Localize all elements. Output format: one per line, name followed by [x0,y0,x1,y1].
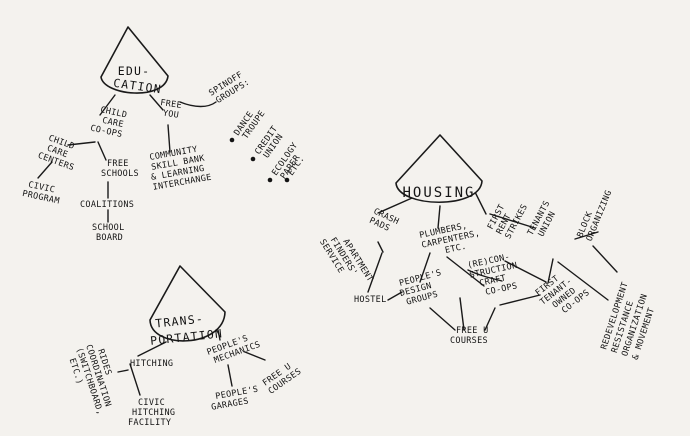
transportation-hub-label-1: TRANS- [155,312,205,331]
svg-text:FREE U: FREE U [456,326,489,336]
peoples-garages-node: PEOPLE'S GARAGES [211,385,260,413]
education-cone [100,26,169,94]
peoples-design-groups-node: PEOPLE'S DESIGN GROUPS [398,268,442,308]
svg-text:FREE: FREE [107,159,129,169]
transportation-cone [149,265,226,342]
civic-program-node: CIVIC PROGRAM [21,180,60,207]
transportation-hub: TRANS- PORTATION [149,265,226,348]
block-organizing-node: BLOCK ORGANIZING [576,189,615,243]
svg-text:SCHOOLS: SCHOOLS [101,169,139,179]
bullet-dance [229,137,235,143]
community-skill-bank-node: COMMUNITY SKILL BANK & LEARNING INTERCHA… [149,145,213,193]
spinoff-groups-node: SPINOFF GROUPS: [207,70,251,106]
coalitions-node: COALITIONS [80,200,134,210]
svg-text:COURSES: COURSES [450,336,488,346]
plumbers-carpenters-node: PLUMBERS, CARPENTERS, ETC. [419,221,481,256]
transportation-cluster: TRANS- PORTATION HITCHING PEOPLE'S MECHA… [67,265,304,428]
child-care-centers-node: CHILD CARE CENTERS [36,133,75,173]
child-care-coops-node: CHILD CARE CO-OPS [89,105,128,140]
svg-text:SCHOOL: SCHOOL [92,223,125,233]
free-schools-node: FREE SCHOOLS [101,159,139,179]
hostel-node: HOSTEL [354,295,387,305]
bullet-credit [250,156,256,162]
tenants-union-node: TENANTS UNION [526,199,558,238]
first-rent-strikes-node: FIRST RENT STRIKES [486,203,530,241]
education-cluster: EDU- CATION CHILD CARE CO-OPS FREE YOU S… [21,26,307,243]
svg-text:CARE: CARE [101,116,124,130]
education-hub-label-2: CATION [112,76,162,97]
svg-text:FREE: FREE [160,98,183,111]
transportation-free-u-node: FREE U COURSES [261,362,304,397]
education-hub: EDU- CATION [100,26,169,97]
svg-text:ETC.: ETC. [444,242,467,256]
bullet-ecology [267,177,273,183]
housing-connectors [367,191,618,331]
transportation-connectors [117,329,266,396]
svg-text:BOARD: BOARD [96,233,123,243]
svg-text:FACILITY: FACILITY [128,418,171,428]
education-hub-label-1: EDU- [118,64,151,78]
hitching-node: HITCHING [130,359,173,369]
peoples-mechanics-node: PEOPLE'S MECHANICS [206,334,262,366]
svg-text:HITCHING: HITCHING [132,408,175,418]
free-you-node: FREE YOU [160,98,183,121]
bullet-etc [284,177,290,183]
spinoff-list: DANCE TROUPE CREDIT UNION ECOLOGY PAPER … [229,109,307,183]
svg-text:CIVIC: CIVIC [138,398,165,408]
first-tenant-owned-node: FIRST TENANT- OWNED CO-OPS [534,274,592,316]
housing-cone [395,134,483,204]
crash-pads-node: CRASH PADS [368,207,401,234]
rides-coordination-node: RIDES COORDINATION (SWITCHBOARD, ETC.) [67,343,113,416]
housing-hub: HOUSING [395,134,483,204]
housing-cluster: HOUSING CRASH PADS PLUMBERS, CARPENTERS,… [317,134,657,361]
civic-hitching-facility-node: CIVIC HITCHING FACILITY [128,398,175,428]
apartment-finders-node: APARTMENT FINDERS' SERVICE [317,236,375,284]
redevelopment-resistance-node: REDEVELOPMENT RESISTANCE ORGANIZATION & … [599,281,657,361]
housing-free-u-node: FREE U COURSES [450,326,489,346]
svg-text:YOU: YOU [162,109,179,121]
education-connectors [37,94,217,223]
housing-hub-label: HOUSING [402,185,475,201]
reconstruction-craft-node: (RE)CON- STRUCTION CRAFT CO-OPS [467,252,519,298]
school-board-node: SCHOOL BOARD [92,223,125,243]
